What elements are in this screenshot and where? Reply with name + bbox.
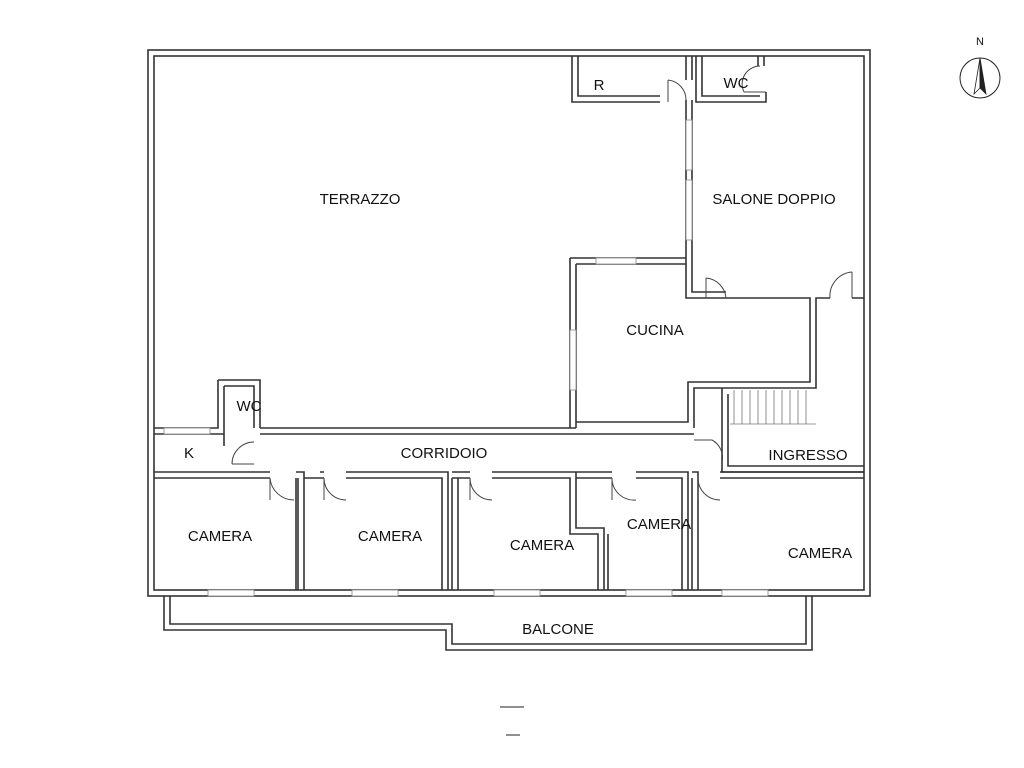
- label-r: R: [594, 77, 605, 94]
- window-camera-2: [351, 589, 399, 597]
- window-salone-1: [685, 119, 693, 171]
- label-salone-doppio: SALONE DOPPIO: [712, 191, 835, 208]
- compass-label: N: [976, 36, 984, 48]
- label-camera-5: CAMERA: [788, 545, 852, 562]
- balcony-outline: [163, 596, 813, 651]
- label-cucina: CUCINA: [626, 322, 684, 339]
- outer-walls: [147, 49, 871, 597]
- window-cucina-1: [595, 257, 637, 265]
- window-cucina-2: [569, 329, 577, 391]
- window-camera-5: [721, 589, 769, 597]
- bedroom-row-walls: [154, 471, 864, 590]
- room-wc-top-walls: [695, 56, 767, 103]
- label-terrazzo: TERRAZZO: [320, 191, 401, 208]
- label-camera-1: CAMERA: [188, 528, 252, 545]
- label-wc-top: WC: [724, 75, 749, 92]
- corridor-top-wall: [260, 422, 694, 435]
- window-salone-2: [685, 179, 693, 241]
- label-camera-3: CAMERA: [510, 537, 574, 554]
- north-arrow-icon: N: [959, 36, 1001, 99]
- balcony-inner: [169, 596, 807, 645]
- label-k: K: [184, 445, 194, 462]
- label-ingresso: INGRESSO: [768, 447, 847, 464]
- window-camera-3: [493, 589, 541, 597]
- label-camera-2: CAMERA: [358, 528, 422, 545]
- label-wc-left: WC: [237, 398, 262, 415]
- label-corridoio: CORRIDOIO: [401, 445, 488, 462]
- stairs: [730, 390, 816, 425]
- window-k: [163, 427, 211, 435]
- window-camera-4: [625, 589, 673, 597]
- room-r-walls: [571, 56, 693, 103]
- room-cucina-walls: [569, 257, 864, 428]
- label-camera-4: CAMERA: [627, 516, 691, 533]
- bottom-marks: [500, 706, 524, 736]
- label-balcone: BALCONE: [522, 621, 594, 638]
- room-wc-left-walls: [154, 379, 261, 446]
- doors: [231, 65, 853, 501]
- window-camera-1: [207, 589, 255, 597]
